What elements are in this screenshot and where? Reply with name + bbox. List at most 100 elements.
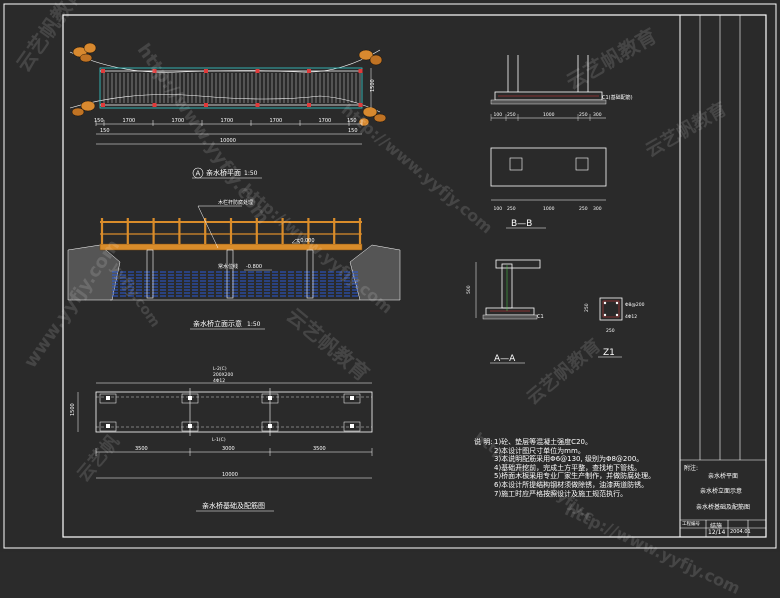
section-aa-detail: C1 500 A—A	[466, 259, 544, 364]
bb-span-label: 300	[593, 112, 602, 118]
outer-frame	[3, 3, 777, 549]
foundation-l1-label: L-1(C)	[212, 437, 226, 443]
foundation-bar-label: 4Φ12	[213, 378, 225, 384]
plan-post	[152, 103, 157, 107]
plan-span-label: 150	[347, 118, 357, 124]
elevation-pier	[226, 249, 234, 299]
foundation-column	[106, 396, 110, 400]
foundation-span-label: 3000	[222, 446, 235, 452]
plan-rocks-right	[358, 49, 387, 127]
bb-bedding	[490, 99, 607, 105]
plan-outer-label: 150	[348, 128, 358, 134]
plan-post	[204, 69, 208, 73]
aa-dim-label: 500	[466, 285, 472, 294]
aa-bedding	[482, 314, 538, 320]
plan-dimension-labels: 150 1700 1700 1700 1700 1700 150 150 150 10000	[94, 118, 363, 144]
plan-post	[307, 103, 311, 107]
elevation-timber-note: 木栏杆防腐处理	[218, 199, 253, 206]
plan-post	[255, 69, 260, 73]
bb-span-label: 250	[579, 112, 588, 118]
plan-view-marker-letter: A	[196, 170, 201, 178]
elevation-water	[112, 271, 358, 297]
bb-plan-span-label: 250	[579, 206, 588, 212]
bb-plan-span-label: 100	[494, 206, 503, 212]
z1-bar	[603, 301, 607, 305]
plan-span-label: 150	[94, 118, 104, 124]
aa-cap	[495, 259, 541, 269]
plan-outer-label: 150	[100, 128, 110, 134]
bb-plan-span-label: 250	[507, 206, 516, 212]
drawing-sheet: 150 1700 1700 1700 1700 1700 150 150 150 10000 15…	[3, 0, 777, 598]
foundation-pad	[343, 421, 361, 432]
title-block-project-line: 亲水桥平面	[708, 473, 739, 480]
plan-post	[358, 103, 363, 107]
title-block-drawing-no-label: 工程编号	[682, 522, 700, 527]
foundation-span-label: 3500	[313, 446, 326, 452]
foundation-size-label: 200X200	[213, 372, 233, 378]
elevation-left-bank	[67, 244, 121, 301]
plan-post	[255, 103, 260, 107]
aa-section-label: A—A	[494, 354, 516, 364]
inner-frame	[62, 14, 767, 538]
elevation-level-water: -0.800	[246, 264, 262, 270]
z1-detail: Φ8@200 4Φ12 250 250 Z1	[584, 297, 645, 358]
plan-span-label: 1700	[221, 118, 234, 124]
plan-post	[307, 69, 311, 73]
elevation-level-top: ±0.000	[296, 238, 315, 244]
elevation-pier	[306, 249, 314, 299]
title-block-remark: 附注:	[684, 465, 699, 472]
foundation-width-label: 1500	[70, 403, 76, 416]
bb-plan-column	[575, 157, 589, 171]
z1-bar	[615, 313, 619, 317]
plan-span-label: 1700	[123, 118, 136, 124]
foundation-view-title: 亲水桥基础及配筋图	[202, 501, 265, 510]
z1-bar	[615, 301, 619, 305]
note-item: 7)施工时应严格按照设计及施工规范执行。	[494, 489, 628, 498]
z1-bar-label: 4Φ12	[625, 314, 637, 320]
title-block-project-line: 亲水桥立面示意	[700, 488, 743, 495]
plan-view-title: 亲水桥平面	[206, 168, 241, 177]
z1-tie-label: Φ8@200	[625, 302, 645, 308]
plan-deck-planks	[103, 73, 361, 103]
plan-total-label: 10000	[220, 138, 236, 144]
plan-post	[204, 103, 208, 107]
note-item: 5)桥面木板采用专业厂家生产制作，并做防腐处理。	[494, 472, 656, 481]
plan-post	[101, 103, 105, 107]
foundation-pad	[99, 393, 117, 404]
bb-section-label: B—B	[511, 219, 532, 229]
plan-span-label: 1700	[172, 118, 185, 124]
foundation-pad	[343, 393, 361, 404]
plan-span-label: 1700	[270, 118, 283, 124]
foundation-total-label: 10000	[222, 472, 238, 478]
title-block-project-line: 亲水桥基础及配筋图	[696, 504, 751, 511]
title-block-date: 2004.01	[730, 529, 751, 535]
elevation-piers	[146, 249, 314, 299]
elevation-leader	[197, 205, 219, 249]
note-item: 4)基础开挖前，完成土方平整，查找地下管线。	[494, 463, 642, 472]
bb-c1-note: C1(基础配筋)	[602, 94, 633, 101]
foundation-column	[350, 424, 354, 428]
note-item: 6)本设计所提结构钢材须做除锈，油漆两道防锈。	[494, 481, 649, 489]
note-item: 1)砼、垫层等混凝土强度C20。	[494, 438, 592, 446]
bb-span-label: 100	[494, 112, 503, 118]
foundation-outline	[95, 391, 373, 433]
bb-plan-outline	[490, 147, 607, 187]
plan-rocks-left	[71, 42, 97, 117]
bb-plan-column	[509, 157, 523, 171]
bb-span-label: 1000	[543, 112, 555, 118]
elevation-right-bank	[349, 244, 401, 301]
foundation-pad	[99, 421, 117, 432]
elevation-deck	[99, 243, 363, 251]
elevation-level-mark	[291, 238, 301, 244]
foundation-pads	[99, 388, 361, 436]
note-item: 3)本说明配筋采用Φ6@130, 级别为Φ8@200。	[494, 455, 644, 464]
plan-river-bank	[69, 94, 381, 113]
elevation-view-scale: 1:50	[247, 321, 261, 328]
elevation-view-title: 亲水桥立面示意	[193, 319, 242, 328]
z1-stirrup	[602, 300, 620, 318]
plan-width-label: 1500	[370, 79, 376, 92]
plan-post	[358, 69, 363, 73]
plan-span-label: 1700	[319, 118, 332, 124]
